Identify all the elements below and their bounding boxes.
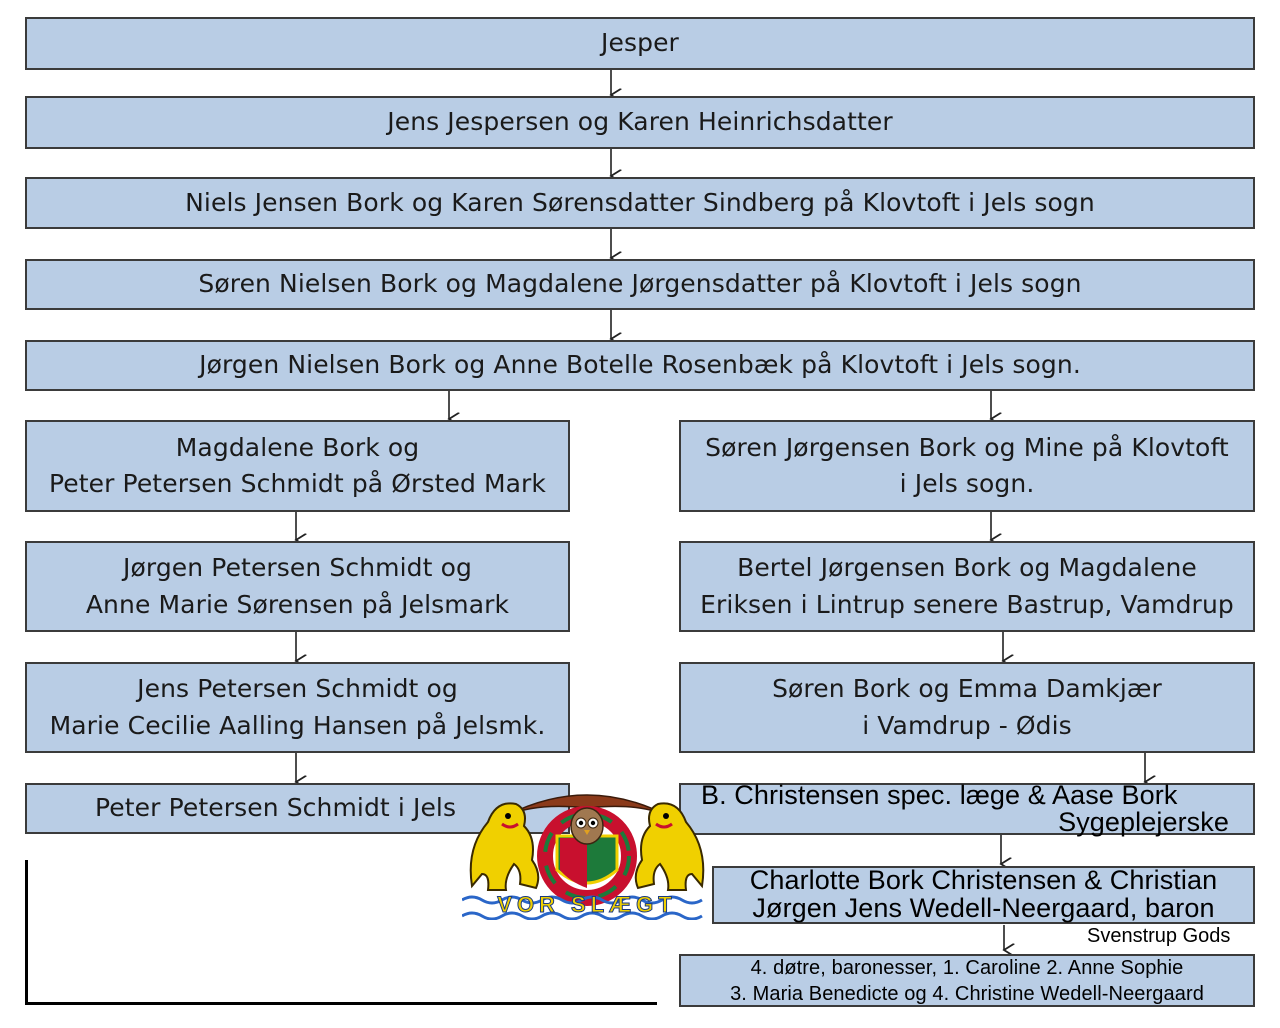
generation-2-label: Jens Jespersen og Karen Heinrichsdatter — [387, 107, 893, 137]
left-branch-1-line-1: Magdalene Bork og — [175, 432, 420, 462]
generation-3-label: Niels Jensen Bork og Karen Sørensdatter … — [185, 187, 1095, 217]
right-branch-5-note: Svenstrup Gods — [1087, 925, 1231, 947]
right-branch-box-3: Søren Bork og Emma Damkjær i Vamdrup - Ø… — [679, 662, 1255, 753]
right-branch-4-line-2: Sygeplejerske — [1058, 807, 1229, 837]
owl-icon — [570, 807, 604, 845]
bracket-vertical-line — [25, 860, 28, 1005]
right-branch-4-line-1: B. Christensen spec. læge & Aase Bork — [701, 780, 1178, 810]
generation-5-box: Jørgen Nielsen Bork og Anne Botelle Rose… — [25, 340, 1255, 391]
left-branch-box-2: Jørgen Petersen Schmidt og Anne Marie Sø… — [25, 541, 570, 632]
generation-1-label: Jesper — [601, 28, 679, 58]
right-branch-box-5: Charlotte Bork Christensen & Christian J… — [712, 866, 1255, 924]
left-branch-2-line-2: Anne Marie Sørensen på Jelsmark — [85, 589, 510, 619]
left-branch-2-line-1: Jørgen Petersen Schmidt og — [123, 553, 472, 583]
generation-4-box: Søren Nielsen Bork og Magdalene Jørgensd… — [25, 259, 1255, 310]
right-branch-box-2: Bertel Jørgensen Bork og Magdalene Eriks… — [679, 541, 1255, 632]
right-branch-3-line-2: i Vamdrup - Ødis — [862, 710, 1072, 740]
right-branch-box-1: Søren Jørgensen Bork og Mine på Klovtoft… — [679, 420, 1255, 512]
lion-icon — [634, 802, 705, 891]
right-branch-box-6: 4. døtre, baronesser, 1. Caroline 2. Ann… — [679, 954, 1255, 1007]
left-branch-4-label: Peter Petersen Schmidt i Jels — [95, 793, 457, 823]
right-branch-3-line-1: Søren Bork og Emma Damkjær — [772, 674, 1162, 704]
right-branch-6-line-2: 3. Maria Benedicte og 4. Christine Wedel… — [730, 982, 1204, 1005]
right-branch-5-line-2: Jørgen Jens Wedell-Neergaard, baron — [752, 893, 1215, 923]
generation-4-label: Søren Nielsen Bork og Magdalene Jørgensd… — [198, 269, 1082, 299]
generation-3-box: Niels Jensen Bork og Karen Sørensdatter … — [25, 177, 1255, 229]
left-branch-box-4: Peter Petersen Schmidt i Jels — [25, 783, 570, 834]
bracket-horizontal-line — [25, 1002, 657, 1005]
generation-1-box: Jesper — [25, 17, 1255, 70]
right-branch-1-line-2: i Jels sogn. — [899, 469, 1035, 498]
generation-2-box: Jens Jespersen og Karen Heinrichsdatter — [25, 96, 1255, 149]
left-branch-box-3: Jens Petersen Schmidt og Marie Cecilie A… — [25, 662, 570, 753]
coat-of-arms-icon: VOR SLÆGT — [461, 778, 712, 921]
right-branch-box-4: B. Christensen spec. læge & Aase Bork Sy… — [679, 780, 1255, 837]
right-branch-5-line-1: Charlotte Bork Christensen & Christian — [749, 865, 1218, 896]
right-branch-2-line-2: Eriksen i Lintrup senere Bastrup, Vamdru… — [700, 589, 1234, 619]
right-branch-6-line-1: 4. døtre, baronesser, 1. Caroline 2. Ann… — [750, 956, 1184, 979]
left-branch-box-1: Magdalene Bork og Peter Petersen Schmidt… — [25, 420, 570, 512]
generation-5-label: Jørgen Nielsen Bork og Anne Botelle Rose… — [199, 350, 1081, 380]
lion-icon — [469, 802, 540, 891]
left-branch-3-line-2: Marie Cecilie Aalling Hansen på Jelsmk. — [49, 710, 546, 740]
logo-banner-text: VOR SLÆGT — [497, 892, 676, 917]
right-branch-1-line-1: Søren Jørgensen Bork og Mine på Klovtoft — [705, 432, 1229, 462]
right-branch-2-line-1: Bertel Jørgensen Bork og Magdalene — [737, 553, 1197, 583]
left-branch-1-line-2: Peter Petersen Schmidt på Ørsted Mark — [48, 469, 547, 498]
left-branch-3-line-1: Jens Petersen Schmidt og — [137, 674, 458, 704]
